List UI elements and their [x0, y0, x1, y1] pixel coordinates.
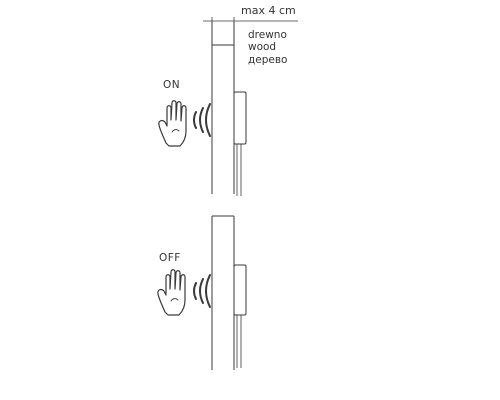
proximity-wave-icon [193, 274, 211, 308]
sensor-switch [233, 264, 247, 368]
off-panel: OFF [157, 215, 247, 370]
material-label-en: wood [248, 41, 276, 53]
state-label-on: ON [163, 79, 180, 91]
dimension-label: max 4 cm [241, 4, 296, 17]
open-hand-icon [158, 100, 187, 147]
dimension-annotation: max 4 cm [203, 4, 298, 30]
proximity-wave-icon [193, 103, 211, 137]
state-label-off: OFF [159, 252, 181, 264]
material-label: drewno wood дерево [248, 29, 287, 66]
on-panel: ON [158, 22, 247, 196]
sensor-switch [233, 91, 247, 196]
material-label-pl: drewno [248, 29, 287, 41]
material-label-ru: дерево [248, 54, 287, 66]
open-hand-icon [157, 269, 186, 316]
wood-board [211, 215, 235, 370]
wood-board [211, 22, 235, 194]
